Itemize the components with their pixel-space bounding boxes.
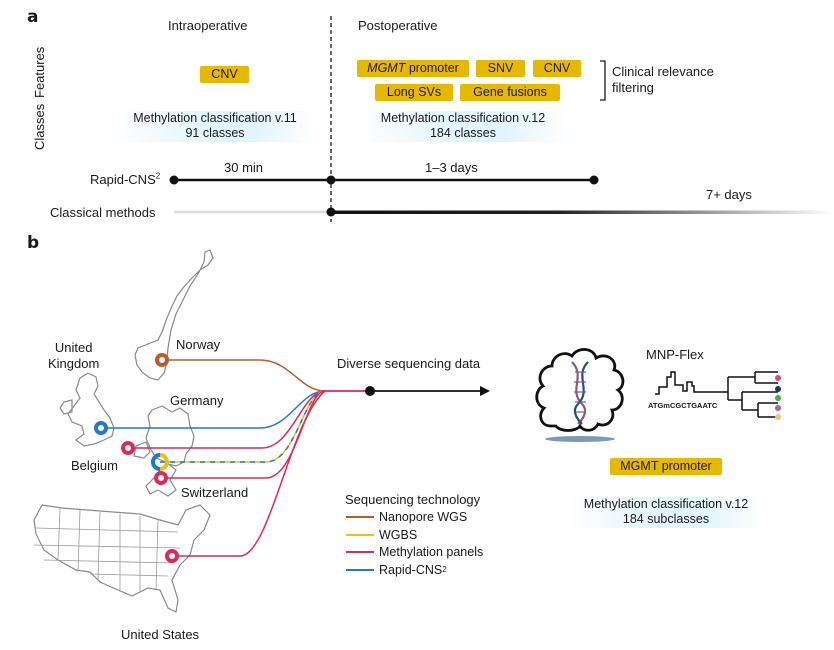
legend-label: Rapid-CNS (379, 563, 443, 577)
legend-label: Nanopore WGS (379, 510, 468, 524)
methylation-signal-icon (655, 371, 716, 395)
duration-1-3days: 1–3 days (425, 160, 478, 175)
feature-tag-mgmt-output: MGMT promoter (610, 458, 722, 475)
brain-shadow (545, 436, 615, 442)
legend-swatch (346, 551, 374, 553)
flow-norway-nanopore (162, 359, 326, 392)
tree-leaf-dot (775, 405, 781, 411)
site-marker-us (165, 549, 179, 563)
site-marker-uk (94, 421, 108, 435)
tree-leaf-dot (775, 386, 781, 392)
rapid-end-dot (589, 175, 599, 185)
clinical-relevance-label: Clinical relevance filtering (612, 64, 714, 96)
classification-v12-post: Methylation classification v.12 184 clas… (358, 111, 568, 142)
brain-dna-icon (535, 348, 625, 442)
legend-item-methylation-panels: Methylation panels (346, 545, 483, 559)
postoperative-header: Postoperative (358, 18, 438, 33)
rapid-start-dot (169, 175, 179, 185)
site-marker-norway (155, 353, 169, 367)
legend-item-nanopore: Nanopore WGS (346, 510, 467, 524)
classification-v11-line1: Methylation classification v.11 (133, 111, 297, 125)
rapid-cns-label: Rapid-CNS2 (90, 172, 160, 187)
feature-tag-cnv-intra: CNV (200, 66, 249, 83)
legend-swatch (346, 534, 374, 536)
flow-us-panels (172, 390, 326, 557)
country-label-belgium: Belgium (71, 458, 118, 473)
feature-tag-mgmt-promoter: MGMT promoter (357, 60, 469, 77)
bracket-shape (600, 60, 606, 101)
mgmt-text: promoter (405, 61, 459, 75)
flow-belgium-panels (128, 390, 326, 449)
panel-label-a: a (27, 7, 39, 27)
intraoperative-header: Intraoperative (168, 18, 248, 33)
legend-swatch (346, 516, 374, 518)
us-state-lines (33, 507, 181, 592)
flow-uk-rapid (101, 390, 326, 429)
tree-leaf-dot (775, 414, 781, 420)
site-marker-belgium (121, 441, 135, 455)
classification-v12-line1: Methylation classification v.12 (380, 111, 546, 125)
duration-30min: 30 min (224, 160, 264, 175)
classifier-name: MNP-Flex (646, 347, 704, 362)
panel-label-b: b (27, 233, 40, 253)
flow-label: Diverse sequencing data (337, 356, 481, 371)
classical-dot (326, 207, 336, 217)
output-classification-line1: Methylation classification v.12 (583, 497, 749, 511)
feature-tag-long-svs: Long SVs (375, 84, 453, 101)
classical-gradient-line (331, 210, 834, 214)
classification-v12-line2: 184 classes (429, 126, 496, 140)
uk-line2: Kingdom (48, 356, 100, 371)
legend-title: Sequencing technology (345, 492, 481, 507)
bracket-label-line2: filtering (612, 80, 654, 95)
classification-v11: Methylation classification v.11 91 class… (115, 111, 315, 142)
site-marker-switzerland (154, 471, 168, 485)
bracket-label-line1: Clinical relevance (612, 64, 714, 79)
country-label-uk: United Kingdom (48, 340, 99, 372)
rapid-cns-text: Rapid-CNS (90, 172, 156, 187)
legend-swatch (346, 569, 374, 571)
classification-v11-line2: 91 classes (185, 126, 245, 140)
germany-map (133, 405, 195, 497)
output-classification-line2: 184 subclasses (622, 512, 710, 526)
feature-tag-snv: SNV (476, 60, 525, 77)
norway-map (134, 249, 214, 381)
feature-tag-cnv-post: CNV (533, 60, 581, 77)
us-map (33, 504, 211, 613)
site-marker-germany (151, 453, 169, 471)
methylation-sequence: ATGmCGCTGAATC (648, 401, 718, 410)
legend-item-wgbs: WGBS (346, 528, 417, 542)
duration-7days: 7+ days (706, 187, 752, 202)
tree-leaf-dot (775, 375, 781, 381)
country-label-germany: Germany (170, 393, 224, 408)
legend-label: Methylation panels (379, 545, 484, 559)
country-label-switzerland: Switzerland (181, 485, 249, 500)
uk-map (59, 372, 115, 447)
classification-v12-output: Methylation classification v.12 184 subc… (568, 497, 764, 528)
arrow-head-icon (480, 386, 490, 396)
brain-outline (535, 348, 625, 432)
tree-leaf-dot (775, 395, 781, 401)
country-label-norway: Norway (176, 337, 221, 352)
classical-methods-label: Classical methods (50, 205, 156, 220)
mgmt-italic: MGMT (367, 61, 406, 75)
rapid-mid-dot (326, 175, 336, 185)
feature-tag-gene-fusions: Gene fusions (460, 84, 560, 101)
country-label-us: United States (121, 627, 200, 642)
rapid-cns-sup: 2 (155, 171, 161, 181)
flow-curves (101, 359, 370, 557)
classification-tree-icon (716, 371, 778, 418)
tree-leaves (775, 375, 781, 420)
flow-node-dot (365, 386, 375, 396)
uk-line1: United (54, 340, 93, 355)
legend-label: WGBS (379, 528, 418, 542)
